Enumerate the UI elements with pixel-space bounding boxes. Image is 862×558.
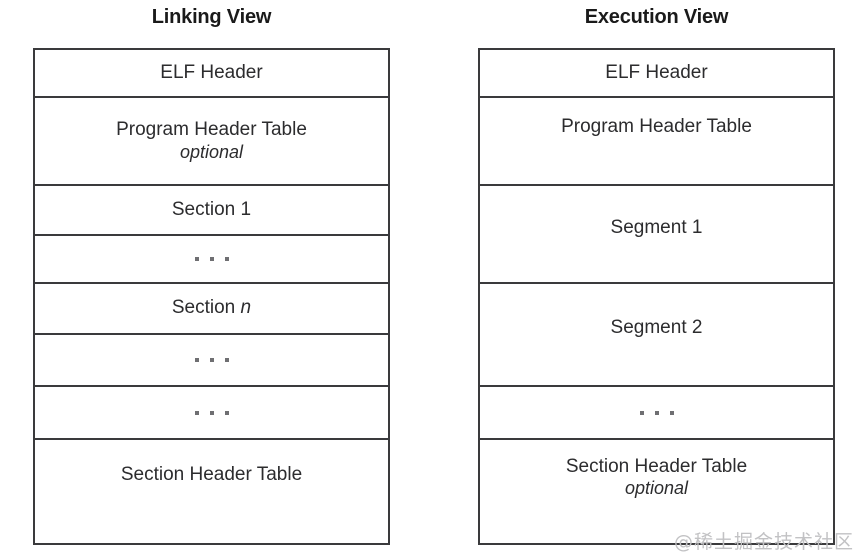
ellipsis-dots — [194, 257, 229, 261]
linking-row-program-header-table: Program Header Table optional — [35, 98, 388, 186]
row-label-italic-n: n — [240, 297, 252, 319]
row-label: ELF Header — [160, 61, 263, 83]
execution-row-ellipsis-1 — [480, 387, 833, 440]
row-label: Segment 1 — [610, 216, 703, 238]
execution-view-column: ELF Header Program Header Table Segment … — [478, 48, 835, 545]
row-sublabel-optional: optional — [624, 478, 689, 499]
site-watermark: @稀土掘金技术社区 — [673, 531, 854, 553]
linking-row-section-header-table: Section Header Table — [35, 440, 388, 543]
ellipsis-dots — [639, 410, 674, 415]
row-label: Program Header Table — [116, 119, 307, 141]
row-label: Section n — [172, 297, 251, 319]
linking-row-elf-header: ELF Header — [35, 50, 388, 98]
linking-row-ellipsis-1 — [35, 236, 388, 284]
execution-view-title: Execution View — [584, 6, 729, 28]
row-label: Segment 2 — [610, 317, 703, 339]
row-label: Section Header Table — [120, 464, 303, 486]
linking-view-title: Linking View — [151, 6, 272, 28]
execution-row-section-header-table: Section Header Table optional — [480, 440, 833, 543]
row-label-plain: Section — [171, 297, 241, 319]
linking-row-ellipsis-2 — [35, 335, 388, 387]
row-sublabel-optional: optional — [179, 141, 244, 162]
linking-row-ellipsis-3 — [35, 387, 388, 440]
execution-row-program-header-table: Program Header Table — [480, 98, 833, 186]
execution-row-elf-header: ELF Header — [480, 50, 833, 98]
execution-row-segment-2: Segment 2 — [480, 284, 833, 387]
row-label: Section 1 — [171, 198, 252, 220]
linking-row-section-n: Section n — [35, 284, 388, 335]
execution-row-segment-1: Segment 1 — [480, 186, 833, 284]
linking-view-column: ELF Header Program Header Table optional… — [33, 48, 390, 545]
row-label: Program Header Table — [561, 115, 752, 137]
row-label: ELF Header — [605, 61, 708, 83]
ellipsis-dots — [194, 410, 229, 415]
linking-row-section-1: Section 1 — [35, 186, 388, 236]
ellipsis-dots — [194, 358, 229, 362]
row-label: Section Header Table — [565, 455, 748, 477]
